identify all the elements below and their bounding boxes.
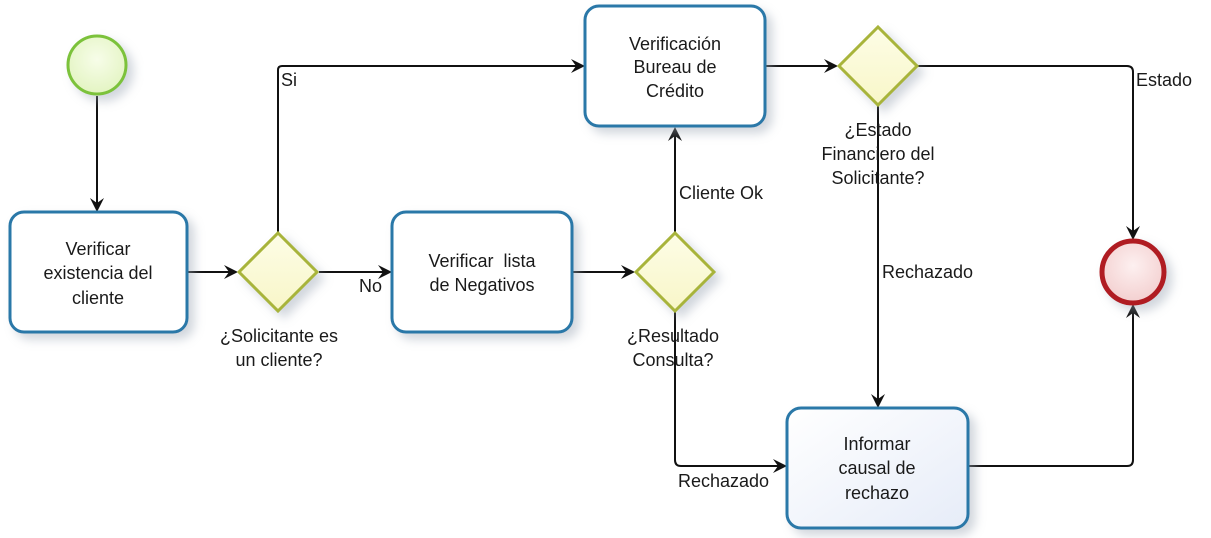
task-label-line: Bureau de — [633, 57, 716, 77]
task-label-line: rechazo — [845, 483, 909, 503]
gateway-label-line: Consulta? — [632, 350, 713, 370]
gateway-label-line: un cliente? — [235, 350, 322, 370]
gateway-label-line: Financiero del — [821, 144, 934, 164]
flow-label-si: Si — [281, 70, 297, 90]
flow-label-cliente-ok: Cliente Ok — [679, 183, 764, 203]
gateway-solicitante-es-cliente[interactable]: ¿Solicitante es un cliente? — [220, 230, 338, 370]
flow-gateway2-rechazado-to-informar[interactable] — [674, 312, 787, 473]
task-verificar-lista-negativos[interactable]: Verificar lista de Negativos — [390, 210, 574, 334]
gateway-label-line: Solicitante? — [831, 168, 924, 188]
flow-label-rechazado-estado: Rechazado — [882, 262, 973, 282]
task-verificacion-bureau-credito[interactable]: Verificación Bureau de Crédito — [583, 4, 767, 128]
flow-informar-to-end[interactable] — [968, 304, 1140, 467]
task-label-line: Verificar lista — [428, 251, 536, 271]
flow-label-rechazado-consulta: Rechazado — [678, 471, 769, 491]
gateway-label-line: ¿Resultado — [627, 326, 719, 346]
task-label-line: existencia del — [43, 263, 152, 283]
start-event-icon[interactable] — [66, 34, 128, 96]
task-verificar-existencia[interactable]: Verificar existencia del cliente — [8, 210, 189, 334]
gateway-label-line: ¿Solicitante es — [220, 326, 338, 346]
sequence-flows — [90, 59, 1140, 473]
flow-gateway3-estado-to-end[interactable] — [918, 65, 1140, 240]
gateway-label-line: ¿Estado — [844, 120, 911, 140]
task-label-line: cliente — [72, 288, 124, 308]
task-label-line: de Negativos — [429, 275, 534, 295]
flow-label-estado: Estado — [1136, 70, 1192, 90]
task-label-line: Verificar — [65, 239, 130, 259]
end-event-icon[interactable] — [1099, 238, 1167, 306]
task-label-line: Crédito — [646, 81, 704, 101]
gateway-resultado-consulta[interactable]: ¿Resultado Consulta? — [627, 230, 719, 370]
task-label-line: Verificación — [629, 34, 721, 54]
task-informar-causal-rechazo[interactable]: Informar causal de rechazo — [785, 406, 970, 530]
flow-label-no: No — [359, 276, 382, 296]
task-label-line: causal de — [838, 458, 915, 478]
flow-gateway1-si-to-bureau[interactable] — [277, 59, 585, 232]
gateway-estado-financiero[interactable]: ¿Estado Financiero del Solicitante? — [821, 24, 935, 188]
task-label-line: Informar — [843, 434, 910, 454]
